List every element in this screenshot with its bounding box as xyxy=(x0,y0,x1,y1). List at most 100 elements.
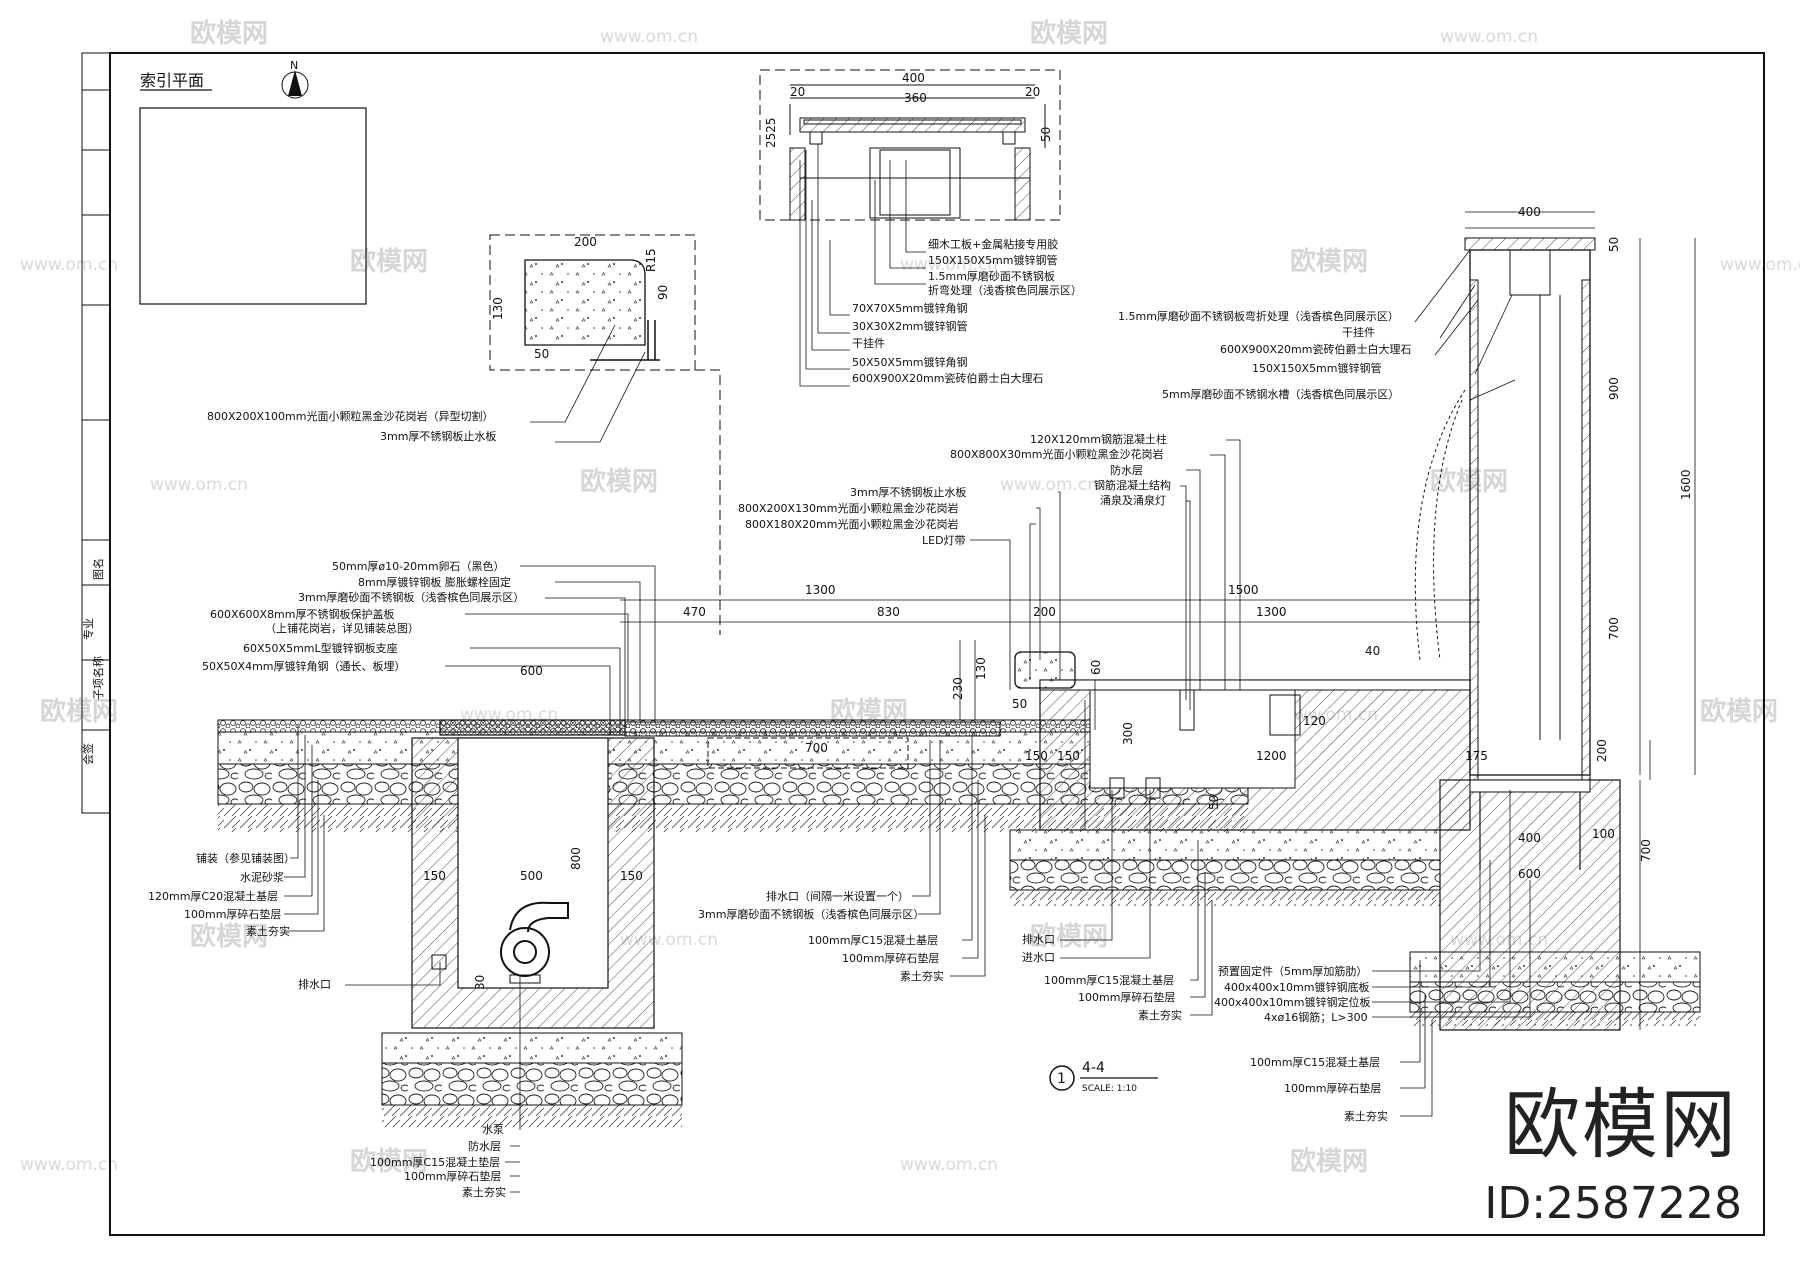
callout-foot-2: 素土夯实 xyxy=(1344,1109,1388,1123)
watermark-url: www.om.cn xyxy=(20,255,118,275)
callout-ground-2: 120mm厚C20混凝土基层 xyxy=(148,889,278,903)
watermark-brand: 欧模网 xyxy=(350,1146,428,1177)
callout-rlow-7: 400x400x10mm镀锌钢定位板 xyxy=(1214,995,1370,1009)
dim-v-1: 230 xyxy=(951,677,965,700)
watermark-url: www.om.cn xyxy=(900,1155,998,1175)
plan-title: 索引平面 xyxy=(140,71,204,90)
callout-rlow-0: 排水口 xyxy=(1022,932,1055,946)
detail-curb: 200 R15 130 90 50 800X200X100mm光面小颗粒黑金沙花… xyxy=(207,234,721,635)
dim-h3-6: 60 xyxy=(1089,660,1103,675)
callout-col-2: 600X900X20mm瓷砖伯爵士白大理石 xyxy=(1220,342,1412,356)
dim-col-4: 700 xyxy=(1607,617,1621,640)
foot-callouts: 100mm厚C15混凝土基层 100mm厚碎石垫层 素土夯实 xyxy=(1250,960,1433,1123)
callout-ground-0: 铺装（参见铺装图） xyxy=(196,851,295,865)
watermark-url: www.om.cn xyxy=(600,27,698,47)
pump-pit xyxy=(381,719,683,1127)
callout-pool-3: 钢筋混凝土结构 xyxy=(1094,478,1171,492)
dim-h1-1: 1500 xyxy=(1228,583,1259,597)
dim-top-360: 360 xyxy=(904,91,927,105)
section-number: 1 xyxy=(1057,1071,1066,1087)
callout-rlow-8: 4xø16钢筋；L>300 xyxy=(1264,1010,1368,1024)
detail-top-cap xyxy=(759,69,1061,221)
grate-callouts: 50mm厚ø10-20mm卵石（黑色） 8mm厚镀锌钢板 膨胀螺栓固定 3mm厚… xyxy=(202,559,656,735)
water-column xyxy=(1409,237,1701,1031)
callout-pool-0: 120X120mm钢筋混凝土柱 xyxy=(1030,432,1167,446)
dim-v-8: 150 xyxy=(1025,749,1048,763)
dim-h3-1: 700 xyxy=(805,741,828,755)
callout-pool-2: 防水层 xyxy=(1110,463,1143,477)
callout-grate-5: 60X50X5mmL型镀锌钢板支座 xyxy=(243,641,398,655)
dim-col-8: 400 xyxy=(1518,831,1541,845)
dim-h3-0: 600 xyxy=(520,664,543,678)
callout-mid-0: 排水口（间隔一米设置一个） xyxy=(766,889,909,903)
callout-rlow-5: 预置固定件（5mm厚加筋肋） xyxy=(1218,964,1367,978)
callout-mid-1: 3mm厚磨砂面不锈钢板（浅香槟色同展示区） xyxy=(698,907,924,921)
callout-mid-3: 100mm厚碎石垫层 xyxy=(842,951,939,965)
watermark-brand: 欧模网 xyxy=(350,246,428,277)
dim-v-4: 150 xyxy=(423,869,446,883)
callout-grate-3: 600X600X8mm厚不锈钢板保护盖板 xyxy=(210,607,395,621)
dimension-lines xyxy=(620,211,1696,1030)
watermark-brand: 欧模网 xyxy=(1430,466,1508,497)
dim-v-0: 130 xyxy=(974,657,988,680)
watermark-layer: 欧模网欧模网欧模网欧模网欧模网欧模网欧模网欧模网欧模网欧模网欧模网欧模网欧模网w… xyxy=(20,18,1800,1177)
column-dims: 400 50 900 1600 700 200 100 700 400 600 … xyxy=(1465,205,1693,881)
watermark-url: www.om.cn xyxy=(150,475,248,495)
dim-col-5: 200 xyxy=(1595,739,1609,762)
callout-top-0: 细木工板+金属粘接专用胶 xyxy=(928,237,1058,251)
callout-grate-4: （上铺花岗岩，详见铺装总图） xyxy=(265,621,419,635)
dim-curb-200: 200 xyxy=(574,235,597,249)
callout-top-2: 1.5mm厚磨砂面不锈钢板 xyxy=(928,269,1055,283)
dim-curb-50: 50 xyxy=(534,347,549,361)
callout-pool-4: 涌泉及涌泉灯 xyxy=(1100,493,1166,507)
dim-v-3: 300 xyxy=(1121,722,1135,745)
dim-col-7: 700 xyxy=(1639,839,1653,862)
dim-col-9: 600 xyxy=(1518,867,1541,881)
watermark-brand: 欧模网 xyxy=(190,18,268,49)
callout-curb-0: 800X200X100mm光面小颗粒黑金沙花岗岩（异型切割） xyxy=(207,409,494,423)
dim-v-2: 50 xyxy=(1012,697,1027,711)
dim-col-10: 175 xyxy=(1465,749,1488,763)
callout-ground-4: 素土夯实 xyxy=(246,924,290,938)
dim-h2-3: 1300 xyxy=(1256,605,1287,619)
callout-pit-3: 100mm厚碎石垫层 xyxy=(404,1169,501,1183)
section-name: 4-4 xyxy=(1082,1060,1105,1076)
dim-top-2525: 2525 xyxy=(764,117,778,148)
callout-top-3: 折弯处理（浅香槟色同展示区） xyxy=(928,283,1082,297)
index-plan: 索引平面 N xyxy=(139,59,367,305)
top-dims: 400 20 360 20 2525 50 xyxy=(764,71,1053,148)
callout-col-3: 150X150X5mm镀锌钢管 xyxy=(1252,361,1382,375)
dim-curb-130: 130 xyxy=(491,297,505,320)
callout-grate-2: 3mm厚磨砂面不锈钢板（浅香槟色同展示区） xyxy=(298,590,524,604)
dim-h1-0: 1300 xyxy=(805,583,836,597)
callout-pool-7: 800X180X20mm光面小颗粒黑金沙花岗岩 xyxy=(745,517,959,531)
callout-top-1: 150X150X5mm镀锌钢管 xyxy=(928,253,1058,267)
callout-mid-2: 100mm厚C15混凝土基层 xyxy=(808,933,938,947)
callout-top-6: 干挂件 xyxy=(852,336,885,350)
dim-v-10: 30 xyxy=(473,975,487,990)
callout-foot-1: 100mm厚碎石垫层 xyxy=(1284,1081,1381,1095)
callout-rlow-2: 100mm厚C15混凝土基层 xyxy=(1044,973,1174,987)
callout-rlow-3: 100mm厚碎石垫层 xyxy=(1078,990,1175,1004)
callout-curb-1: 3mm厚不锈钢板止水板 xyxy=(380,429,496,443)
ground-callouts: 铺装（参见铺装图） 水泥砂浆 120mm厚C20混凝土基层 100mm厚碎石垫层… xyxy=(148,725,441,991)
watermark-url: www.om.cn xyxy=(1720,255,1800,275)
pump-icon xyxy=(500,901,569,984)
watermark-url: www.om.cn xyxy=(20,1155,118,1175)
callout-pit-2: 100mm厚C15混凝土垫层 xyxy=(370,1155,500,1169)
callout-top-7: 50X50X5mm镀锌角钢 xyxy=(852,355,968,369)
callout-pit-1: 防水层 xyxy=(468,1139,501,1153)
pool-basin xyxy=(1009,651,1471,906)
watermark-brand: 欧模网 xyxy=(1030,18,1108,49)
dim-top-400: 400 xyxy=(902,71,925,85)
titleblock-cell-2: 专业 xyxy=(81,618,95,640)
callout-pool-5: 3mm厚不锈钢板止水板 xyxy=(850,485,966,499)
mid-callouts: 排水口（间隔一米设置一个） 3mm厚磨砂面不锈钢板（浅香槟色同展示区） 100m… xyxy=(698,735,986,983)
dim-h3-4: 120 xyxy=(1303,714,1326,728)
pit-callouts: 水泵 防水层 100mm厚C15混凝土垫层 100mm厚碎石垫层 素土夯实 xyxy=(370,975,521,1199)
right-low-callouts: 排水口 进水口 100mm厚C15混凝土基层 100mm厚碎石垫层 素土夯实 预… xyxy=(1022,790,1531,1024)
pit-drain-icon xyxy=(431,954,447,970)
title-block: 会签 子项名称 专业 图名 xyxy=(81,52,111,814)
dim-top-50: 50 xyxy=(1039,127,1053,142)
